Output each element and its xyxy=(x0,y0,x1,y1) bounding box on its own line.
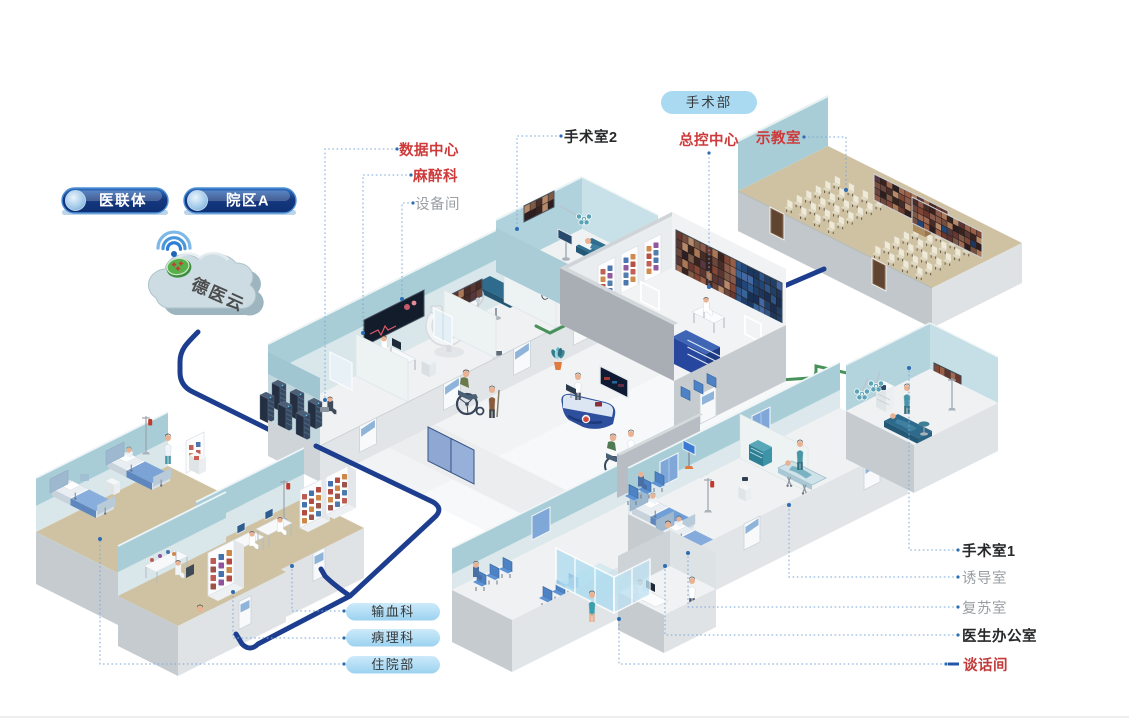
cable-cloud-segment xyxy=(177,329,277,435)
leader-doctor-office xyxy=(663,564,960,637)
leader-inpatient xyxy=(98,537,346,666)
reception-desk xyxy=(561,372,616,429)
leader-transfusion xyxy=(290,564,346,613)
pill-transfusion-dept[interactable]: 输血科 xyxy=(346,603,440,621)
label-operating-room-2: 手术室2 xyxy=(564,128,618,146)
pill-inpatient-dept[interactable]: 住院部 xyxy=(346,656,440,674)
control-center-building xyxy=(560,212,786,437)
label-equipment-room: 设备间 xyxy=(415,196,460,213)
label-demo-classroom: 示教室 xyxy=(756,129,801,147)
cloud-platform: 德医云 xyxy=(147,251,264,316)
label-operating-room-1: 手术室1 xyxy=(962,542,1016,560)
leader-classroom xyxy=(802,135,848,192)
inpatient-pathology-complex xyxy=(35,411,364,676)
leader-recovery xyxy=(686,551,960,609)
label-doctor-office: 医生办公室 xyxy=(962,627,1037,645)
classroom-building xyxy=(737,95,1022,328)
wheelchair-patient-group xyxy=(455,369,500,418)
plant-pot xyxy=(551,347,565,370)
talk-room-office xyxy=(555,530,716,653)
label-data-center: 数据中心 xyxy=(399,141,459,159)
pill-pathology-dept[interactable]: 病理科 xyxy=(346,629,440,647)
corridor-double-door xyxy=(427,426,475,485)
leader-talk-room xyxy=(617,617,948,666)
leader-or1 xyxy=(907,366,960,552)
pill-campus-a[interactable]: 院区A xyxy=(183,187,297,215)
leader-control-center xyxy=(707,151,711,289)
pill-inpatient-dept-label: 住院部 xyxy=(371,657,415,672)
pill-medical-alliance[interactable]: 医联体 xyxy=(61,187,169,215)
cable-main-segment xyxy=(233,443,442,651)
pill-campus-a-label: 院区A xyxy=(226,192,270,210)
operating-room-1 xyxy=(845,322,999,493)
corridor-bench xyxy=(680,373,717,401)
wifi-icon xyxy=(156,230,192,257)
info-terminal-pole xyxy=(682,439,696,469)
waiting-bench-3 xyxy=(625,471,665,505)
leader-data-center xyxy=(323,147,399,402)
leader-equipment-room xyxy=(400,201,415,301)
pill-medical-alliance-label: 医联体 xyxy=(99,192,147,210)
pill-surgery-dept-label: 手术部 xyxy=(686,95,733,110)
label-induction-room: 诱导室 xyxy=(962,570,1007,587)
leader-or2 xyxy=(515,134,563,231)
label-talk-room: 谈话间 xyxy=(963,656,1008,674)
leader-induction xyxy=(787,503,960,579)
pill-surgery-dept[interactable]: 手术部 xyxy=(661,91,757,114)
leader-pathology xyxy=(231,590,346,640)
label-control-center: 总控中心 xyxy=(679,131,739,149)
leader-anesthesia xyxy=(361,173,413,335)
cloud-wifi: 德医云 xyxy=(147,230,264,316)
label-anesthesia: 麻醉科 xyxy=(412,167,458,185)
label-recovery-room: 复苏室 xyxy=(962,599,1007,617)
pill-transfusion-dept-label: 输血科 xyxy=(371,604,415,619)
pill-pathology-dept-label: 病理科 xyxy=(371,630,415,645)
